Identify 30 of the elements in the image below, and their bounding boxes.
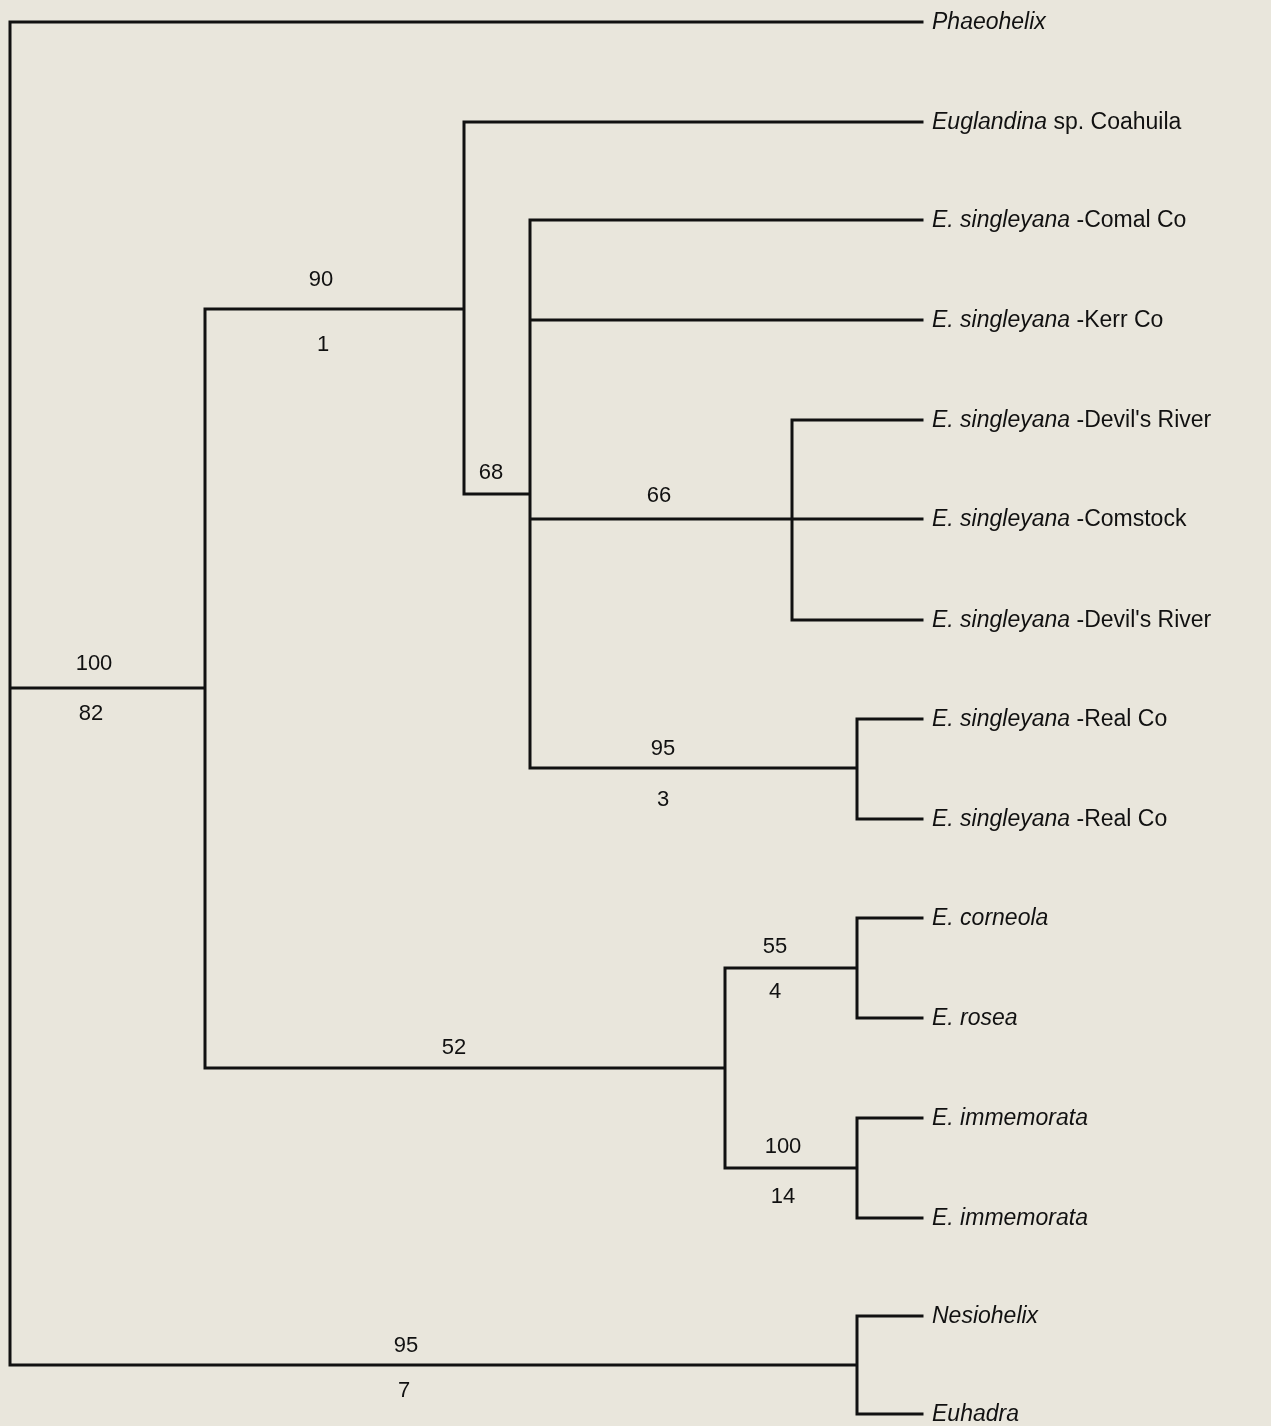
- taxon-label: E. rosea: [932, 1004, 1018, 1030]
- support-value: 90: [308, 267, 334, 291]
- support-value: 82: [78, 701, 104, 725]
- taxon-label: E. immemorata: [932, 1104, 1088, 1130]
- taxon-label: E. singleyana -Kerr Co: [932, 306, 1164, 332]
- support-value: 4: [768, 979, 782, 1003]
- support-value: 100: [764, 1134, 802, 1158]
- support-value: 7: [397, 1378, 411, 1402]
- taxon-label: E. singleyana -Real Co: [932, 805, 1168, 831]
- taxon-label: E. corneola: [932, 904, 1049, 930]
- support-value: 100: [75, 651, 113, 675]
- support-value: 3: [656, 787, 670, 811]
- taxon-label: E. singleyana -Comal Co: [932, 206, 1187, 232]
- support-value: 68: [478, 460, 504, 484]
- support-value: 1: [316, 332, 330, 356]
- taxon-label: E. singleyana -Comstock: [932, 505, 1187, 531]
- taxon-label: Nesiohelix: [932, 1302, 1039, 1328]
- support-value: 66: [646, 483, 672, 507]
- support-value: 14: [770, 1184, 796, 1208]
- taxon-label: E. immemorata: [932, 1204, 1088, 1230]
- support-value: 95: [650, 736, 676, 760]
- support-value: 95: [393, 1333, 419, 1357]
- taxon-label: Euhadra: [932, 1400, 1019, 1426]
- taxon-label: Phaeohelix: [932, 8, 1046, 34]
- taxon-label: E. singleyana -Devil's River: [932, 606, 1212, 632]
- support-value: 52: [441, 1035, 467, 1059]
- taxon-label: E. singleyana -Devil's River: [932, 406, 1212, 432]
- taxon-label: Euglandina sp. Coahuila: [932, 108, 1182, 134]
- taxon-label: E. singleyana -Real Co: [932, 705, 1168, 731]
- support-value: 55: [762, 934, 788, 958]
